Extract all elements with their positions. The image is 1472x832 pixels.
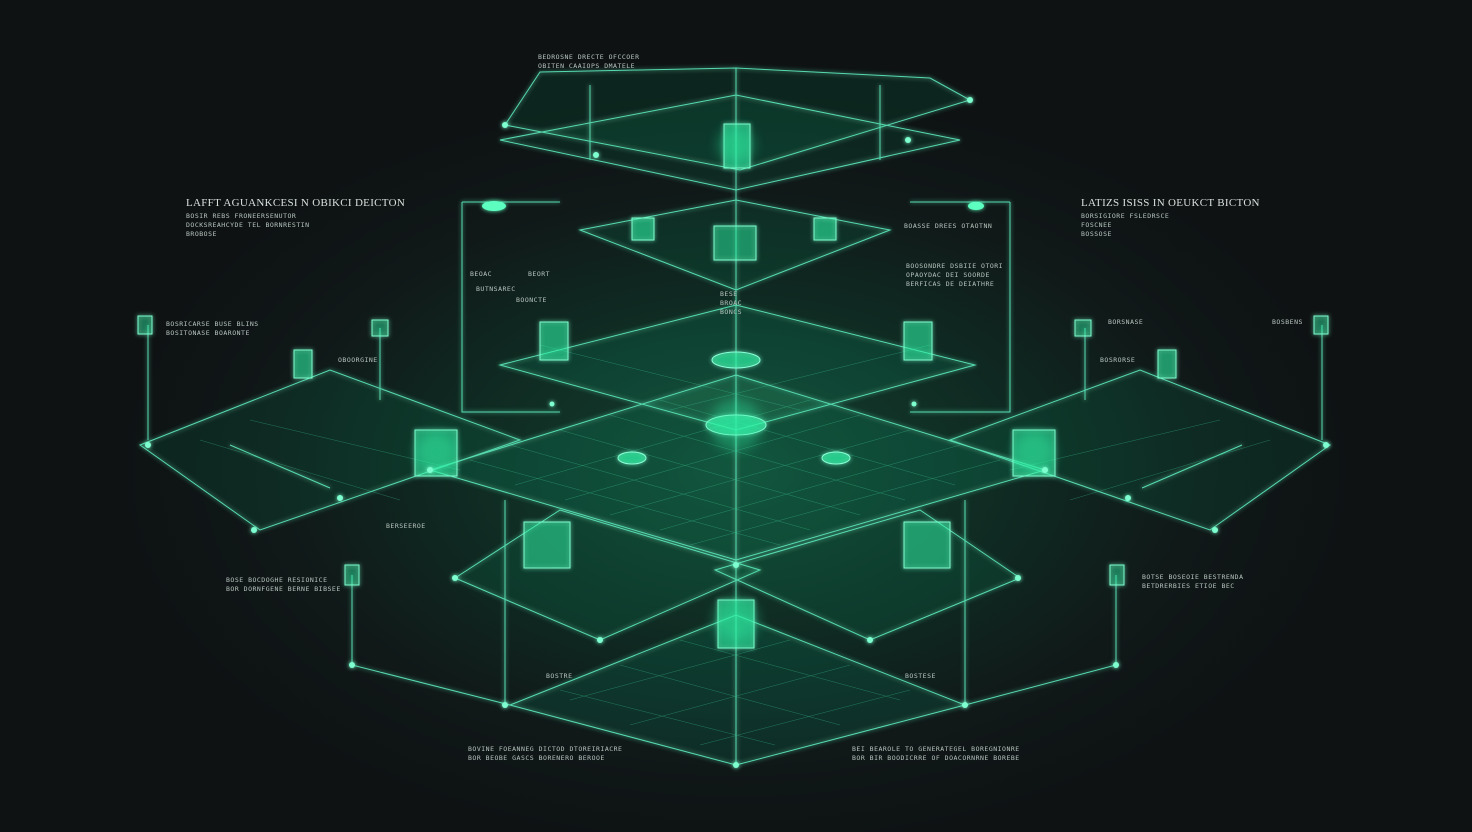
- small-tag-left: BERSEEROE: [386, 522, 426, 530]
- cube-lower-far-right: [1109, 564, 1125, 586]
- right-node-label-a: BORSNASE: [1108, 318, 1144, 326]
- cube-upper-right: [813, 217, 837, 241]
- left-lower-notes: BOSE BOCDOGHE RESIONICE BOR DORNFGENE BE…: [226, 576, 341, 593]
- bottom-left-notes: BOVINE FOEANNEG DICTOD DTOREIRIACRE BOR …: [468, 745, 623, 762]
- cube-far-right-a: [1074, 319, 1092, 337]
- mid-left-label-a: BEOAC: [470, 270, 493, 278]
- hub-core: [711, 351, 761, 369]
- left-title: LAFFT AGUANKCESI N OBIKCI DEICTON: [186, 197, 406, 209]
- mid-left-label-c: BUTNSAREC: [476, 285, 516, 293]
- led-top-left: [482, 201, 506, 211]
- plane-left: [138, 369, 522, 531]
- top-right-note: BOASSE DREES OTAOTNN: [904, 222, 993, 230]
- cube-far-right-b: [1313, 315, 1329, 335]
- cube-lower-left: [523, 521, 571, 569]
- glow-halos: [416, 127, 1054, 642]
- left-node-callout: OBOORGINE: [338, 356, 378, 364]
- hub-right: [821, 451, 851, 465]
- left-node-notes: BOSRICARSE BUSE BLINS BOSITONASE BOARONT…: [166, 320, 259, 337]
- led-top-right: [968, 202, 984, 210]
- hub-left: [617, 451, 647, 465]
- cube-mid-right: [903, 321, 933, 361]
- right-lower-notes: BOTSE BOSEOIE BESTRENDA BETDRERBIES ETIO…: [1142, 573, 1244, 590]
- left-title-notes: BOSIR REBS FRONEERSENUTOR DOCKSREAHCYDE …: [186, 212, 310, 238]
- cube-upper-left: [631, 217, 655, 241]
- bottom-right-tag: BOSTESE: [905, 672, 936, 680]
- right-node-label-c: BOSRORSE: [1100, 356, 1136, 364]
- right-node-label-b: BOSBENS: [1272, 318, 1303, 326]
- mid-left-label-d: BOONCTE: [516, 296, 547, 304]
- cube-lower-right: [903, 521, 951, 569]
- right-title: LATIZS ISISS IN OEUKCT BICTON: [1081, 197, 1260, 209]
- cube-left-small: [293, 349, 313, 379]
- cube-lower-far-left: [344, 564, 360, 586]
- top-center-notes: BEDROSNE DRECTE OFCCOER OBITEN CAAIOPS D…: [538, 53, 640, 70]
- bottom-right-notes: BEI BEAROLE TO GENERATEGEL BOREGNIONRE B…: [852, 745, 1020, 762]
- cube-far-left-b: [371, 319, 389, 337]
- grid-hatch: [199, 344, 1271, 746]
- plane-right: [948, 369, 1332, 531]
- cube-mid-left: [539, 321, 569, 361]
- cube-right-small: [1157, 349, 1177, 379]
- right-title-notes: BORSIGIORE FSLEDRSCE FOSCNEE BOSSOSE: [1081, 212, 1170, 238]
- junction-dots: [145, 97, 1329, 768]
- cube-far-left-a: [137, 315, 153, 335]
- bottom-left-tag: BOSTRE: [546, 672, 573, 680]
- cube-upper-center: [713, 225, 757, 261]
- mid-left-label-b: BEORT: [528, 270, 551, 278]
- mid-center-labels: BESE BROAC BONCS: [720, 290, 743, 316]
- center-right-notes: BOOSONDRE DSBIIE OTORI OPAOYDAC DEI SOOR…: [906, 262, 1004, 288]
